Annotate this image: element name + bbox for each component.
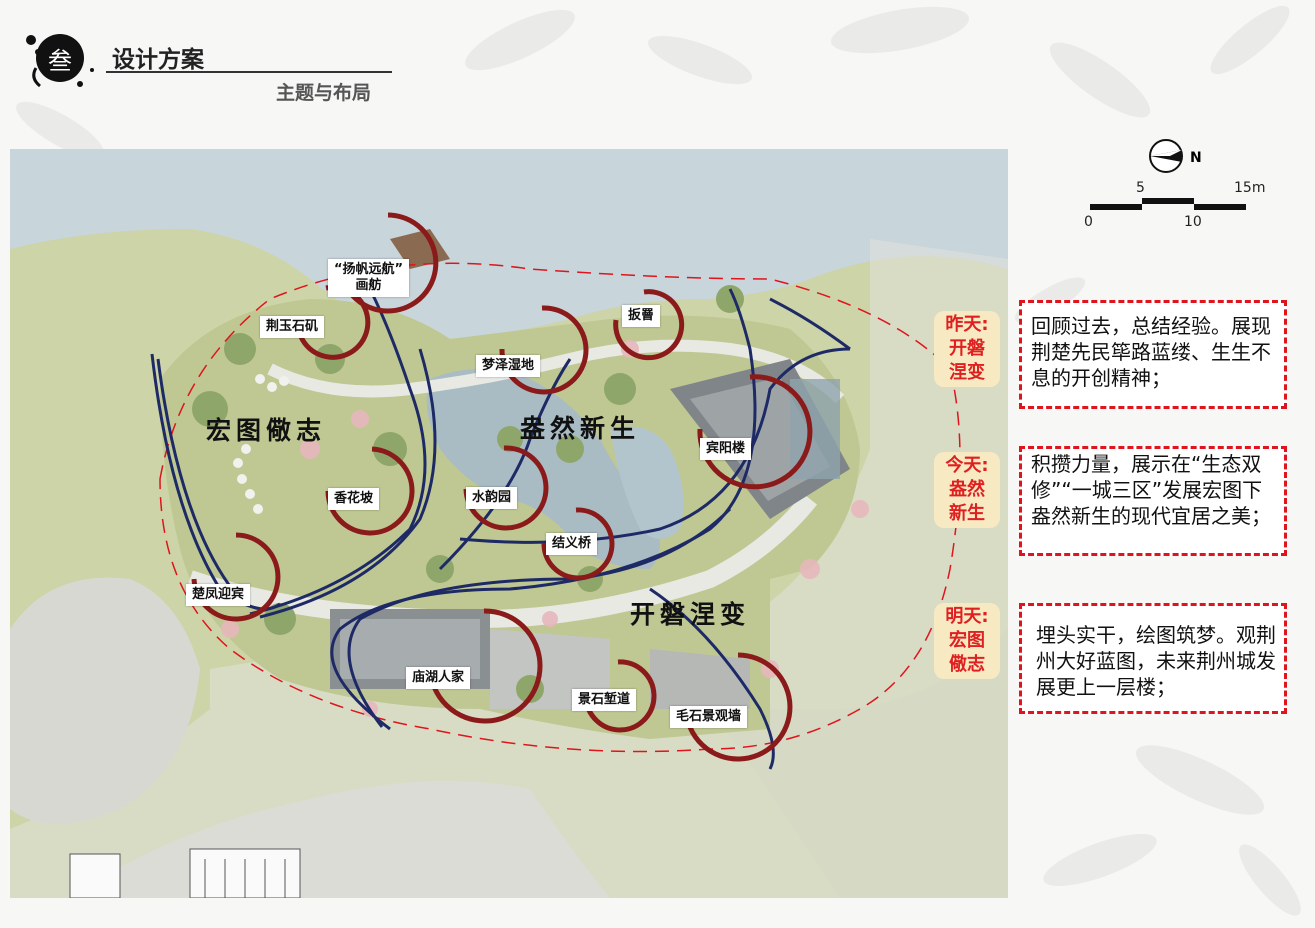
scale-tick-10: 10 [1184,214,1202,230]
spot-label-miaohu-house: 庙湖人家 [406,667,471,689]
north-label: N [1190,150,1202,166]
compass-icon: N [1149,139,1202,173]
panel-yesterday: 回顾过去，总结经验。展现荆楚先民筚路蓝缕、生生不息的开创精神； [1019,300,1287,409]
scale-bar: 5 15m 0 10 [1080,176,1270,236]
panel-tomorrow: 埋头实干，绘图筑梦。观荆州大好蓝图，未来荆州城发展更上一层楼； [1019,603,1287,714]
tag-tomorrow-line2: 宏图 [949,630,985,651]
north-arrow: N [1146,138,1210,182]
panel-yesterday-text: 回顾过去，总结经验。展现荆楚先民筚路蓝缕、生生不息的开创精神； [1031,314,1271,390]
spot-label-jingyu-rock: 荆玉石矶 [260,316,325,338]
spot-label-pleasure-boat-line1: “扬帆远航” [334,262,404,277]
spot-label-jieyi-bridge: 结义桥 [546,533,598,555]
tag-tomorrow: 明天: 宏图 儆志 [934,603,1000,679]
tag-tomorrow-line1: 明天: [945,606,989,627]
panel-tomorrow-text: 埋头实干，绘图筑梦。观荆州大好蓝图，未来荆州城发展更上一层楼； [1036,623,1276,699]
tag-tomorrow-line3: 儆志 [949,654,985,675]
spot-label-shuiyun-garden: 水韵园 [466,487,518,509]
spot-label-pleasure-boat: “扬帆远航” 画舫 [328,259,410,297]
spot-label-banzeng: 扳罾 [622,305,661,327]
page-subtitle: 主题与布局 [276,82,372,104]
region-title-angran: 盎然新生 [520,414,641,443]
river [10,149,1008,339]
region-title-kaipan: 开磐涅变 [630,600,751,629]
tag-today: 今天: 盎然 新生 [934,452,1000,528]
spot-label-pleasure-boat-line2: 画舫 [355,278,382,293]
region-title-hongtu: 宏图儆志 [206,416,327,445]
tag-yesterday-line1: 昨天: [945,314,989,335]
spot-label-binyang-tower: 宾阳楼 [700,438,752,460]
tag-today-line3: 新生 [949,503,985,524]
panel-today-text: 积攒力量，展示在“生态双修”“一城三区”发展宏图下盎然新生的现代宜居之美； [1031,452,1271,528]
spot-label-mengze-wetland: 梦泽湿地 [476,355,541,377]
tag-today-line2: 盎然 [949,479,985,500]
spot-label-chufeng-welcome: 楚凤迎宾 [186,584,251,606]
tag-yesterday: 昨天: 开磐 涅变 [934,311,1000,387]
brush-rings [191,212,813,762]
title-underline [106,71,392,73]
page-title: 设计方案 [112,47,204,73]
scale-tick-0: 0 [1084,214,1093,230]
tag-yesterday-line3: 涅变 [949,362,985,383]
chapter-glyph: 叁 [48,46,72,75]
spot-label-stone-trench: 景石堑道 [572,689,637,711]
site-boundary [159,262,961,753]
spot-label-xianghua-slope: 香花坡 [328,488,380,510]
chapter-badge: 叁 [22,28,98,92]
scale-tick-5: 5 [1136,180,1145,196]
tag-yesterday-line2: 开磐 [949,338,985,359]
panel-today: 积攒力量，展示在“生态双修”“一城三区”发展宏图下盎然新生的现代宜居之美； [1019,446,1287,556]
flowing-axis-lines [150,288,851,770]
spot-label-rubble-wall: 毛石景观墙 [670,706,748,728]
site-plan: “扬帆远航” 画舫 荆玉石矶 扳罾 梦泽湿地 宾阳楼 香花坡 水韵园 结义桥 楚… [10,149,1008,898]
scale-tick-15m: 15m [1234,180,1266,196]
site-plan-drawing [10,149,1008,898]
tag-today-line1: 今天: [945,455,989,476]
